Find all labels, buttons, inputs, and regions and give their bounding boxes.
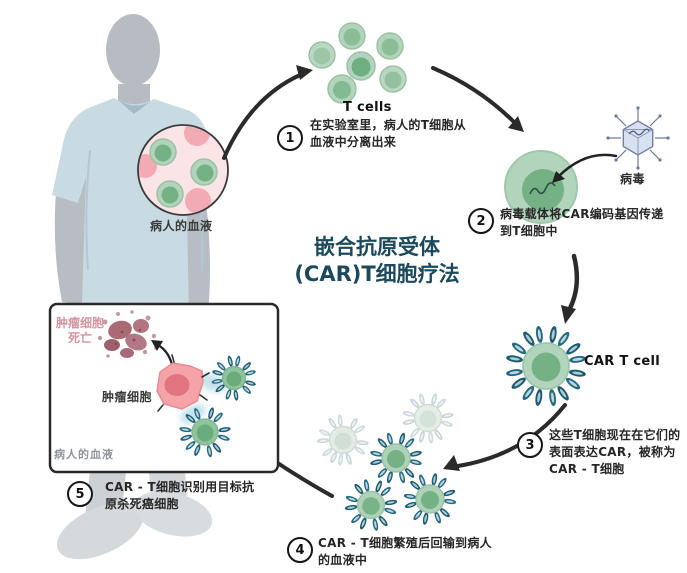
car-t-cluster-icon [316,391,457,533]
step-3-badge: 3 [517,432,543,458]
flow-arrow-3 [561,253,580,324]
step-4-text: CAR - T细胞繁殖后回输到病人的血液中 [318,536,492,567]
diagram-title: 嵌合抗原受体 (CAR)T细胞疗法 [272,234,482,289]
flow-arrow-2 [431,66,524,132]
step-4-badge: 4 [287,537,313,563]
virus-label: 病毒 [620,172,646,186]
title-line-1: 嵌合抗原受体 [314,235,440,259]
t-cells-cluster-icon [308,22,407,104]
t-cells-label: T cells [343,100,392,115]
inset-car-t-cell-icon [210,355,258,402]
virus-icon [606,106,670,170]
car-t-cell-label: CAR T cell [584,354,660,369]
step-2-badge: 2 [468,208,494,234]
virus-to-cell-arrow [552,153,618,183]
flow-arrow-1 [222,65,313,160]
step-1-badge: 1 [277,125,303,151]
blood-inset-box [48,302,280,474]
step-5-text: CAR - T细胞识别用目标抗原杀死癌细胞 [105,480,255,511]
dead-tumor-cells-icon [97,310,158,358]
step-2-text: 病毒载体将CAR编码基因传递到T细胞中 [500,207,664,238]
inset-car-t-cell-icon [178,405,232,459]
patient-blood-label: 病人的血液 [150,219,213,233]
title-line-2: (CAR)T细胞疗法 [294,262,460,287]
inset-blood-label: 病人的血液 [54,448,114,461]
step-5-badge: 5 [67,481,93,507]
tumor-cell-label: 肿瘤细胞 [102,390,153,404]
step-1-text: 在实验室里，病人的T细胞从血液中分离出来 [310,118,467,149]
tumor-death-label: 肿瘤细胞 死亡 [55,316,104,345]
car-t-cell-icon [504,324,588,408]
tumor-cell-icon [156,354,210,412]
blood-sample-circle-icon [137,124,229,216]
step-3-text: 这些T细胞现在在它们的表面表达CAR，被称为CAR - T细胞 [549,428,681,476]
flow-arrow-4 [443,403,567,471]
